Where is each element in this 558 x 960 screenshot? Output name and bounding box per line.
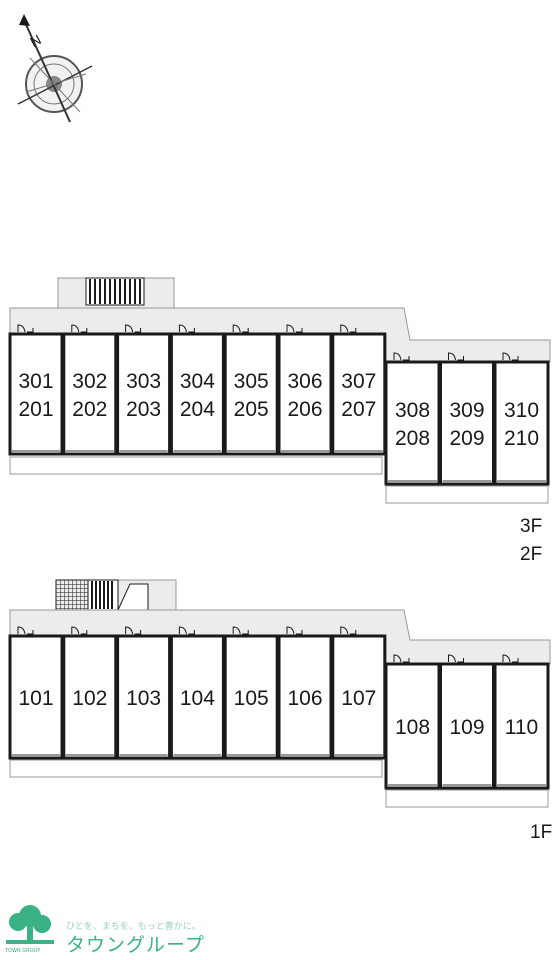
unit-number-bottom: 208: [395, 427, 430, 450]
unit-number-top: 302: [72, 370, 107, 393]
balcony: [9, 759, 383, 778]
floor-label-2f: 2F: [520, 544, 542, 565]
unit-number: 102: [72, 687, 107, 710]
door-icon: [17, 626, 34, 635]
floor-label-3f: 3F: [520, 516, 542, 537]
door-icon: [393, 352, 410, 361]
unit-number-bottom: 207: [341, 398, 376, 421]
unit-number: 105: [234, 687, 269, 710]
door-icon: [340, 626, 357, 635]
unit-number: 107: [341, 687, 376, 710]
logo-tagline: ひとを、まちを、もっと豊かに。: [66, 922, 201, 932]
door-icon: [448, 654, 464, 663]
hatched-area: [55, 579, 89, 611]
logo-subtext: TOWN GROUP: [5, 948, 41, 954]
unit-number: 101: [18, 687, 53, 710]
stair-ramp: [117, 583, 149, 611]
balcony: [385, 485, 549, 504]
unit-number-bottom: 204: [180, 398, 215, 421]
unit-cell: 105: [223, 626, 279, 760]
unit-number-top: 306: [287, 370, 322, 393]
unit-number: 108: [395, 716, 430, 739]
unit-number-top: 304: [180, 370, 215, 393]
unit-number-top: 309: [449, 399, 484, 422]
lower-floor-plan: 101 102 103 104 105 106 107 108 109 110 1F: [8, 579, 552, 843]
unit-number-bottom: 203: [126, 398, 161, 421]
unit-number-bottom: 202: [72, 398, 107, 421]
door-icon: [286, 324, 303, 333]
door-icon: [71, 324, 88, 333]
unit-number-top: 303: [126, 370, 161, 393]
unit-cell: 109: [439, 654, 495, 790]
unit-number-top: 310: [504, 399, 539, 422]
unit-cell: 110: [493, 654, 550, 790]
door-icon: [178, 324, 195, 333]
balcony: [385, 789, 549, 808]
floor-label-1f: 1F: [530, 822, 552, 843]
unit-number-top: 307: [341, 370, 376, 393]
upper-floor-plan: 3012013022023032033042043052053062063072…: [8, 277, 551, 565]
unit-cell: 104: [169, 626, 225, 760]
door-icon: [502, 352, 519, 361]
unit-number: 110: [505, 716, 538, 739]
door-icon: [448, 352, 464, 361]
unit-cell: 107: [331, 626, 387, 760]
unit-cell: 102: [62, 626, 118, 760]
unit-number-bottom: 209: [449, 427, 484, 450]
tree-logo-icon: [6, 905, 54, 944]
unit-number-bottom: 201: [18, 398, 53, 421]
door-icon: [178, 626, 195, 635]
door-icon: [125, 324, 142, 333]
door-icon: [232, 626, 249, 635]
unit-number-top: 305: [234, 370, 269, 393]
stair-treads: [91, 581, 113, 609]
door-icon: [71, 626, 88, 635]
unit-number-bottom: 206: [287, 398, 322, 421]
door-icon: [17, 324, 34, 333]
compass-icon: N: [17, 14, 93, 123]
unit-number-bottom: 210: [504, 427, 539, 450]
unit-number: 103: [126, 687, 161, 710]
door-icon: [393, 654, 410, 663]
unit-cell: 103: [116, 626, 172, 760]
unit-cell: 101: [8, 626, 64, 760]
unit-number-bottom: 205: [234, 398, 269, 421]
north-label: N: [27, 31, 43, 50]
stair-treads: [89, 279, 141, 304]
door-icon: [340, 324, 357, 333]
unit-cell: 108: [384, 654, 441, 790]
unit-number: 109: [449, 716, 484, 739]
unit-cell: 106: [277, 626, 333, 760]
door-icon: [125, 626, 142, 635]
door-icon: [502, 654, 519, 663]
unit-number: 104: [180, 687, 215, 710]
door-icon: [232, 324, 249, 333]
unit-number-top: 308: [395, 399, 430, 422]
unit-number: 106: [287, 687, 322, 710]
balcony: [9, 456, 383, 475]
door-icon: [286, 626, 303, 635]
logo-name: タウングループ: [66, 934, 205, 956]
unit-number-top: 301: [18, 370, 53, 393]
